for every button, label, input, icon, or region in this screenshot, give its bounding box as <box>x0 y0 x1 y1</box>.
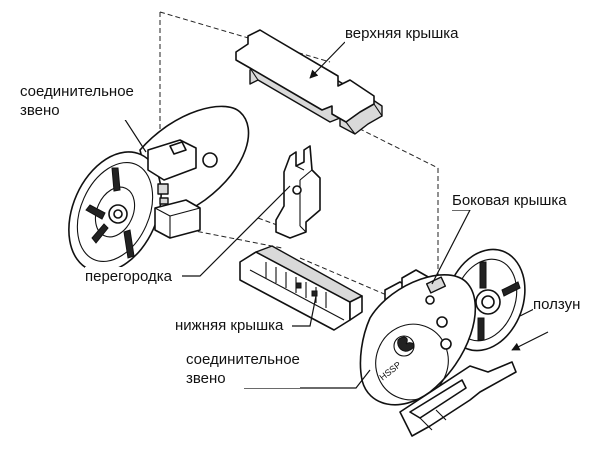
label-slider: ползун <box>533 295 581 314</box>
label-link-top: соединительное звено <box>20 82 134 120</box>
right-link-part <box>359 248 526 406</box>
label-side-cover: Боковая крышка <box>452 191 567 210</box>
label-partition: перегородка <box>85 267 172 286</box>
label-link-top-line2: звено <box>20 101 134 120</box>
slider-part <box>399 361 517 437</box>
label-link-bottom-line2: звено <box>186 369 300 388</box>
label-top-cover: верхняя крышка <box>345 24 459 43</box>
label-link-top-line1: соединительное <box>20 82 134 101</box>
bottom-cover-part <box>239 245 363 331</box>
left-link-part <box>68 105 250 273</box>
label-link-bottom-line1: соединительное <box>186 350 300 369</box>
top-cover-part <box>235 29 383 135</box>
partition-part <box>275 145 321 239</box>
label-bottom-cover: нижняя крышка <box>175 316 284 335</box>
label-link-bottom: соединительное звено <box>186 350 300 388</box>
